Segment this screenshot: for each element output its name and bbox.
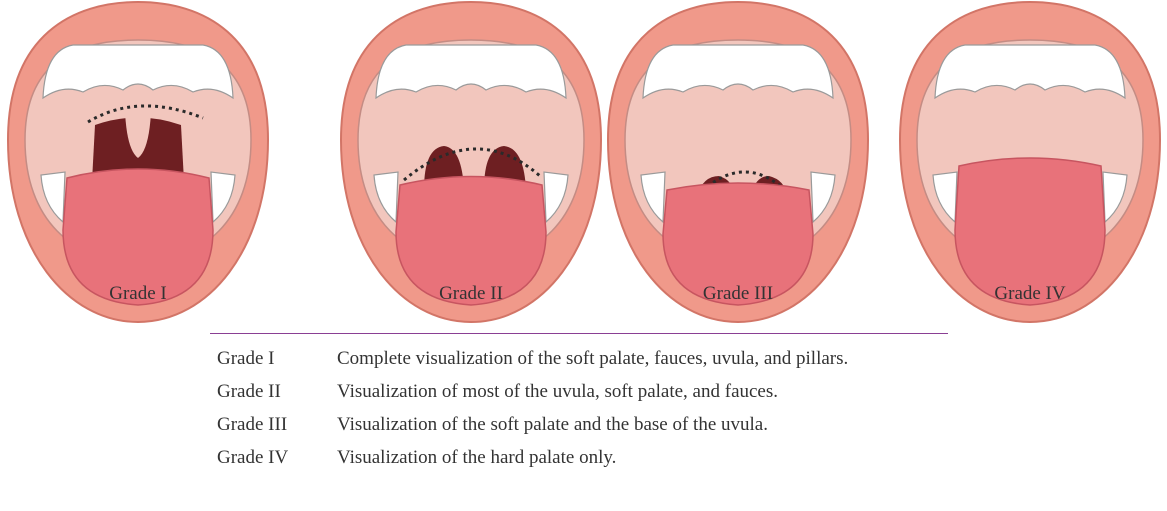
caption-grade-1: Grade I bbox=[3, 283, 273, 305]
legend-grade-label: Grade III bbox=[217, 408, 327, 441]
caption-grade-4: Grade IV bbox=[895, 283, 1165, 305]
legend-description: Complete visualization of the soft palat… bbox=[337, 342, 848, 375]
legend-grade-label: Grade I bbox=[217, 342, 327, 375]
mouth-drawing-grade-1 bbox=[3, 0, 273, 330]
legend-grade-label: Grade IV bbox=[217, 441, 327, 474]
mouth-illustration-grade-2: Grade II bbox=[336, 0, 606, 330]
legend-grade-label: Grade II bbox=[217, 375, 327, 408]
mouth-drawing-grade-4 bbox=[895, 0, 1165, 330]
legend-divider bbox=[210, 333, 948, 334]
legend-description: Visualization of the soft palate and the… bbox=[337, 408, 768, 441]
mouth-illustration-grade-1: Grade I bbox=[3, 0, 273, 330]
mouth-illustration-grade-3: Grade III bbox=[603, 0, 873, 330]
mouth-drawing-grade-2 bbox=[336, 0, 606, 330]
caption-grade-3: Grade III bbox=[603, 283, 873, 305]
caption-grade-2: Grade II bbox=[336, 283, 606, 305]
legend-description: Visualization of most of the uvula, soft… bbox=[337, 375, 778, 408]
legend-description: Visualization of the hard palate only. bbox=[337, 441, 616, 474]
mouth-illustration-grade-4: Grade IV bbox=[895, 0, 1165, 330]
mouth-drawing-grade-3 bbox=[603, 0, 873, 330]
